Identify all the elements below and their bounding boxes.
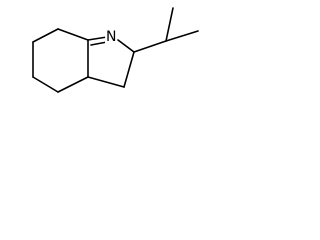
molecule-structure (32, 7, 199, 93)
bond-c4-c5 (32, 76, 59, 93)
double-bond-c1-n-inner (90, 41, 108, 46)
bond-c5-c6 (57, 76, 89, 93)
bond-n-c2ring (117, 39, 135, 53)
bond-c1-c2 (57, 28, 89, 41)
bond-isopropyl-right-methyl (165, 30, 199, 42)
bond-c2-c3 (32, 28, 59, 43)
double-bond-c1-n (87, 36, 108, 41)
nitrogen-atom-label: N (105, 29, 118, 45)
bond-c2ring-isopropyl (133, 40, 167, 53)
bond-c2ring-c3ring (123, 51, 135, 88)
bond-c3ring-c6 (87, 76, 125, 88)
molecule-canvas: N (0, 0, 241, 121)
bond-isopropyl-top-methyl (165, 7, 174, 42)
